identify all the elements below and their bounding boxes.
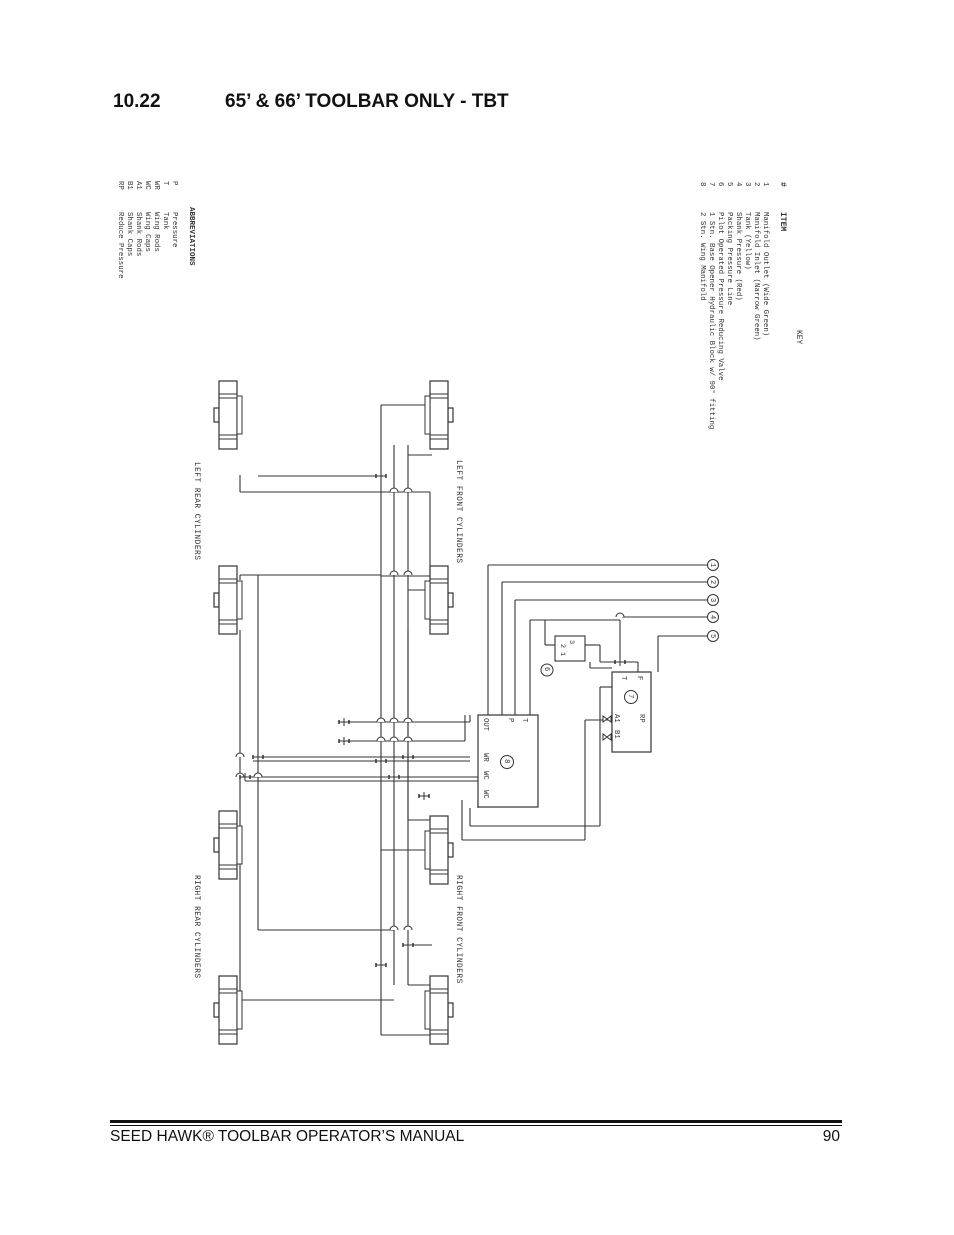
port-f-label: F	[635, 676, 643, 680]
abbr-text: Tank	[161, 212, 169, 230]
key-heading: KEY	[794, 330, 803, 345]
port-p-label: P	[506, 718, 514, 722]
port-wr-label: WR	[481, 753, 489, 762]
hydraulic-block-7: F T RP A1 B1 7	[602, 671, 652, 753]
key-item-text: Tank (Yellow)	[743, 212, 751, 270]
callout-3-number: 3	[708, 598, 716, 602]
abbr-code: A1	[134, 181, 142, 190]
key-item-text: 1 Stn. Base Opener Hydraulic Block w/ 90…	[707, 212, 716, 429]
key-item-text: Pilot Operated Pressure Reducing Valve	[716, 212, 724, 381]
callout-6-number: 6	[542, 667, 550, 671]
right-front-cylinders-label: RIGHT FRONT CYLINDERS	[454, 875, 462, 984]
port-out-label: OUT	[481, 718, 489, 732]
abbr-code: T	[161, 181, 169, 186]
key-num: 1	[761, 182, 769, 187]
callout-8	[500, 755, 514, 769]
hose-crossings	[235, 487, 625, 931]
footer-rule-thin	[110, 1125, 842, 1126]
line-callouts: 1 2 3 4 5	[707, 559, 719, 642]
callout-8-number: 8	[502, 759, 510, 764]
key-item-text: Shank Pressure (Red)	[734, 212, 742, 301]
left-front-cylinders-label: LEFT FRONT CYLINDERS	[454, 460, 462, 564]
key-num: 2	[752, 182, 760, 186]
callout-1-number: 1	[708, 563, 716, 567]
abbr-text: Shank Caps	[125, 212, 133, 256]
callout-6	[540, 663, 554, 677]
abbr-text: Pressure	[170, 212, 178, 247]
footer-rule-thick	[110, 1120, 842, 1123]
abbr-text: Wing Caps	[143, 212, 151, 252]
abbr-code: RP	[116, 181, 124, 190]
port-t-label: T	[520, 718, 528, 723]
key-num: 6	[716, 182, 724, 186]
abbr-text: Reduce Pressure	[116, 212, 124, 279]
key-block: KEY # ITEM 1 Manifold Outlet (Wide Green…	[698, 182, 803, 429]
key-num: 7	[707, 182, 715, 186]
valve-port-2-label: 2	[558, 644, 566, 648]
valve-port-3-label: 3	[567, 640, 575, 644]
key-col-num: #	[778, 182, 787, 187]
key-num: 4	[734, 182, 742, 187]
callout-4-number: 4	[708, 615, 716, 619]
cylinder-group-labels: LEFT REAR CYLINDERS LEFT FRONT CYLINDERS…	[192, 460, 462, 984]
port-wc-label: WC	[481, 790, 489, 799]
right-rear-cylinders-label: RIGHT REAR CYLINDERS	[192, 875, 200, 979]
port-wc-label: WC	[481, 771, 489, 780]
check-valve-a1	[602, 715, 612, 723]
abbr-code: B1	[125, 181, 133, 190]
port-rp-label: RP	[637, 714, 645, 723]
key-num: 8	[698, 182, 706, 186]
left-rear-cylinders-label: LEFT REAR CYLINDERS	[192, 462, 200, 560]
check-valve-b1	[602, 733, 612, 741]
abbreviations-heading: ABBREVIATIONS	[187, 207, 195, 266]
reducing-valve-6: 3 2 1 6	[540, 635, 586, 677]
abbr-text: Shank Rods	[134, 212, 142, 256]
section-title: 65’ & 66’ TOOLBAR ONLY - TBT	[225, 91, 509, 112]
key-item-text: Packing Pressure Line	[725, 212, 733, 305]
wing-manifold-8: T P OUT WR WC WC 8	[477, 714, 539, 808]
abbr-code: P	[170, 181, 178, 186]
port-t-label: T	[619, 676, 627, 681]
tee-fittings	[239, 471, 626, 970]
key-num: 3	[743, 182, 751, 186]
callout-5-number: 5	[708, 634, 716, 638]
section-number: 10.22	[113, 91, 161, 112]
callout-7	[624, 690, 638, 704]
abbr-code: WR	[152, 181, 160, 190]
footer-manual-title: SEED HAWK® TOOLBAR OPERATOR’S MANUAL	[110, 1128, 465, 1145]
abbreviations-block: ABBREVIATIONS P Pressure T Tank WR Wing …	[116, 181, 195, 279]
valve-port-1-label: 1	[558, 652, 566, 656]
key-num: 5	[725, 182, 733, 186]
key-item-text: Manifold Inlet (Narrow Green)	[752, 212, 760, 341]
key-item-text: 2 Stn. Wing Manifold	[698, 212, 706, 301]
callout-7-number: 7	[626, 694, 634, 699]
callout-2-number: 2	[708, 580, 716, 584]
key-col-item: ITEM	[778, 212, 787, 231]
page-number: 90	[822, 1128, 840, 1145]
section-heading: 10.22 65’ & 66’ TOOLBAR ONLY - TBT	[113, 91, 509, 113]
port-b1-label: B1	[612, 730, 620, 739]
abbr-text: Wing Rods	[152, 212, 160, 252]
key-item-text: Manifold Outlet (Wide Green)	[761, 212, 769, 336]
port-a1-label: A1	[612, 714, 620, 723]
abbr-code: WC	[143, 181, 151, 190]
